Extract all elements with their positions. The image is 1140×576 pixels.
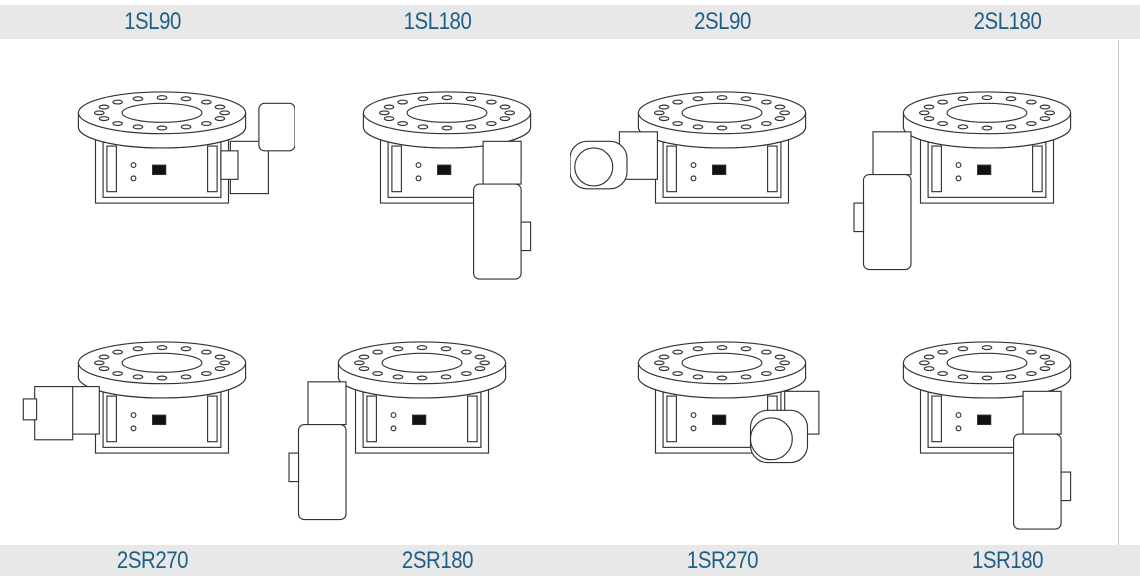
right-divider — [1118, 40, 1119, 545]
drawing-1sl90 — [10, 40, 295, 293]
drawing-1sr270 — [570, 290, 855, 543]
label-1sl180: 1SL180 — [403, 8, 472, 35]
drawing-2sl90 — [570, 40, 855, 293]
label-1sl90: 1SL90 — [124, 8, 181, 35]
drawing-1sl180 — [295, 40, 580, 293]
top-label-band: 1SL90 1SL180 2SL90 2SL180 — [0, 5, 1140, 39]
label-1sr180: 1SR180 — [971, 547, 1044, 574]
drawing-2sl180 — [835, 40, 1120, 293]
drawing-2sr180 — [270, 290, 555, 543]
label-2sr270: 2SR270 — [116, 547, 189, 574]
label-2sr180: 2SR180 — [401, 547, 474, 574]
label-2sl180: 2SL180 — [973, 8, 1042, 35]
label-1sr270: 1SR270 — [686, 547, 759, 574]
drawing-1sr180 — [835, 290, 1120, 543]
label-2sl90: 2SL90 — [694, 8, 751, 35]
drawing-2sr270 — [10, 290, 295, 543]
bottom-label-band: 2SR270 2SR180 1SR270 1SR180 — [0, 545, 1140, 576]
